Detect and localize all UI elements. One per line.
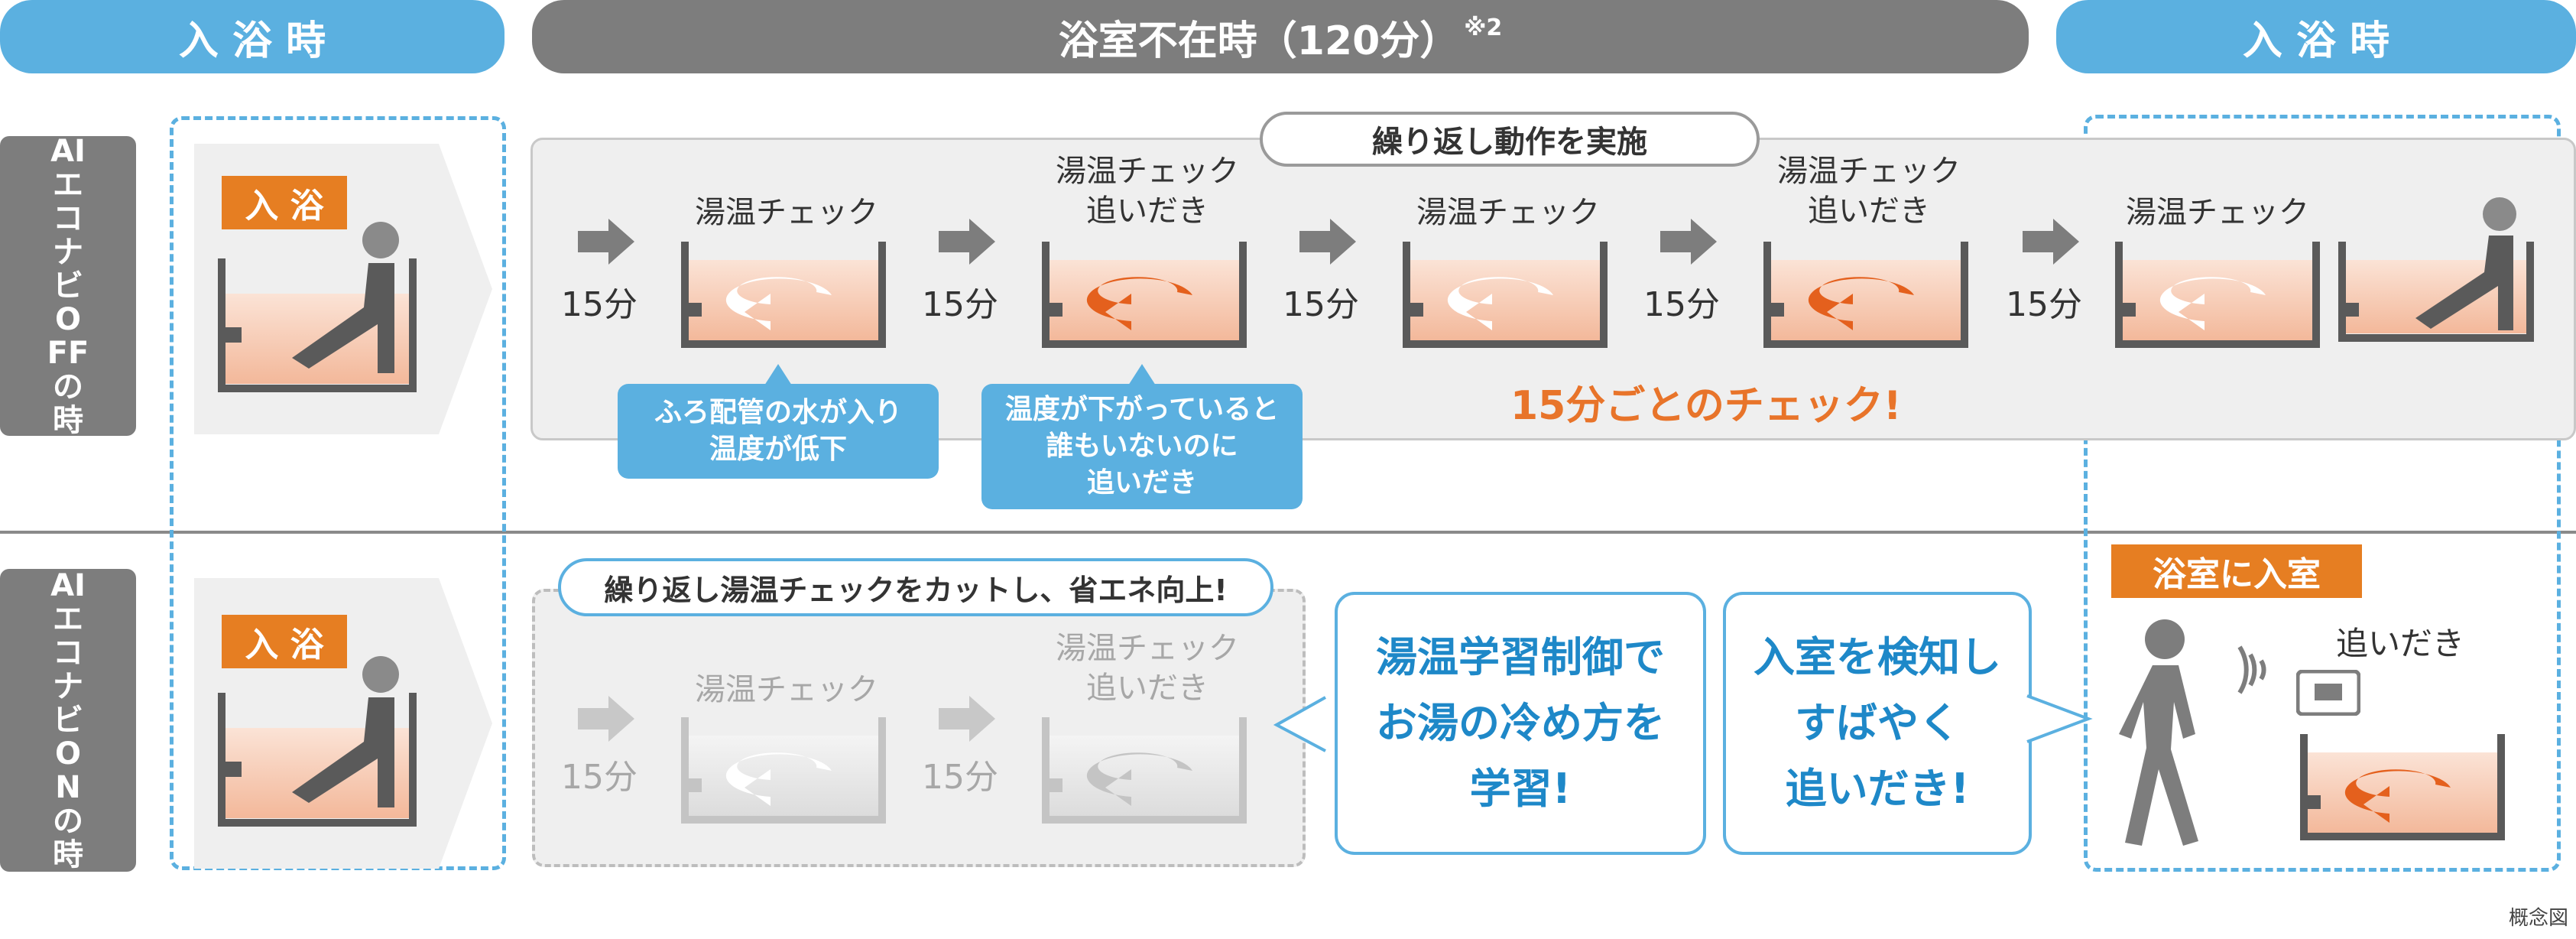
tub-check-ghost (681, 717, 886, 824)
controller-icon (2296, 670, 2360, 716)
repeat-label: 繰り返し動作を実施 (1260, 112, 1760, 167)
step-label: 湯温チェック (2126, 195, 2309, 230)
row-label-off-text: AIエコナビOFFの時 (47, 134, 89, 438)
header-middle-pill: 浴室不在時（120分） ※2 (532, 0, 2029, 73)
detect-bubble: 入室を検知し すばやく 追いだき! (1723, 592, 2032, 855)
step-label: 湯温チェック (695, 195, 878, 230)
interval-arrow-ghost (578, 696, 634, 742)
bath-tag-off: 入 浴 (222, 176, 347, 229)
bubble2-pointer (2026, 694, 2093, 743)
tub-reheat-ghost (1042, 717, 1247, 824)
cut-label: 繰り返し湯温チェックをカットし、省エネ向上! (558, 558, 1273, 616)
reheat-label: 追いだき (2336, 625, 2465, 662)
interval-label: 15分 (2006, 285, 2082, 324)
interval-label: 15分 (922, 285, 998, 324)
interval-arrow (939, 219, 995, 265)
tub-reheat (1042, 242, 1247, 348)
interval-label-ghost: 15分 (561, 758, 638, 797)
interval-arrow (1299, 219, 1356, 265)
step-label-ghost: 湯温チェック (695, 672, 878, 707)
bubble1-pointer (1273, 696, 1326, 752)
interval-arrow (1660, 219, 1717, 265)
interval-arrow-ghost (939, 696, 995, 742)
right-dashed-box (2084, 115, 2561, 872)
step-label: 湯温チェック 追いだき (1056, 154, 1239, 229)
header-right-label: 入 浴 時 (2242, 18, 2390, 64)
row-label-off: AIエコナビOFFの時 (0, 134, 136, 438)
step-label-ghost: 湯温チェック 追いだき (1056, 631, 1239, 706)
header-left-label: 入 浴 時 (178, 18, 326, 64)
enter-bathroom-tag: 浴室に入室 (2111, 544, 2362, 598)
interval-label: 15分 (561, 285, 638, 324)
tub-reheat (1763, 242, 1968, 348)
row-label-on-text: AIエコナビONの時 (50, 568, 86, 872)
learning-bubble: 湯温学習制御で お湯の冷め方を 学習! (1335, 592, 1706, 855)
tub-reheat-on (2300, 734, 2505, 840)
header-middle-note: ※2 (1464, 14, 1503, 41)
callout-unneeded-reheat: 温度が下がっていると 誰もいないのに 追いだき (981, 364, 1303, 509)
header-left-pill: 入 浴 時 (0, 0, 504, 73)
tub-check (1403, 242, 1608, 348)
header-right-pill: 入 浴 時 (2056, 0, 2576, 73)
concept-diagram-note: 概念図 (2509, 907, 2569, 930)
step-label: 湯温チェック 追いだき (1777, 154, 1961, 229)
interval-label-ghost: 15分 (922, 758, 998, 797)
interval-label: 15分 (1643, 285, 1720, 324)
bath-tag-on: 入 浴 (222, 615, 347, 668)
interval-arrow (578, 219, 634, 265)
row-divider (0, 531, 2576, 534)
interval-label: 15分 (1283, 285, 1359, 324)
wifi-signal-icon (2237, 645, 2266, 694)
interval-arrow (2023, 219, 2079, 265)
step-label: 湯温チェック (1416, 195, 1600, 230)
callout-pipe-water: ふろ配管の水が入り 温度が低下 (618, 364, 939, 479)
tub-person (2338, 197, 2534, 342)
tub-check (681, 242, 886, 348)
row-label-on: AIエコナビONの時 (0, 569, 136, 872)
walking-person-icon (2119, 619, 2198, 846)
tub-check (2115, 242, 2320, 348)
check-every-15min: 15分ごとのチェック! (1510, 383, 1902, 429)
header-middle-label: 浴室不在時（120分） (1058, 18, 1460, 64)
